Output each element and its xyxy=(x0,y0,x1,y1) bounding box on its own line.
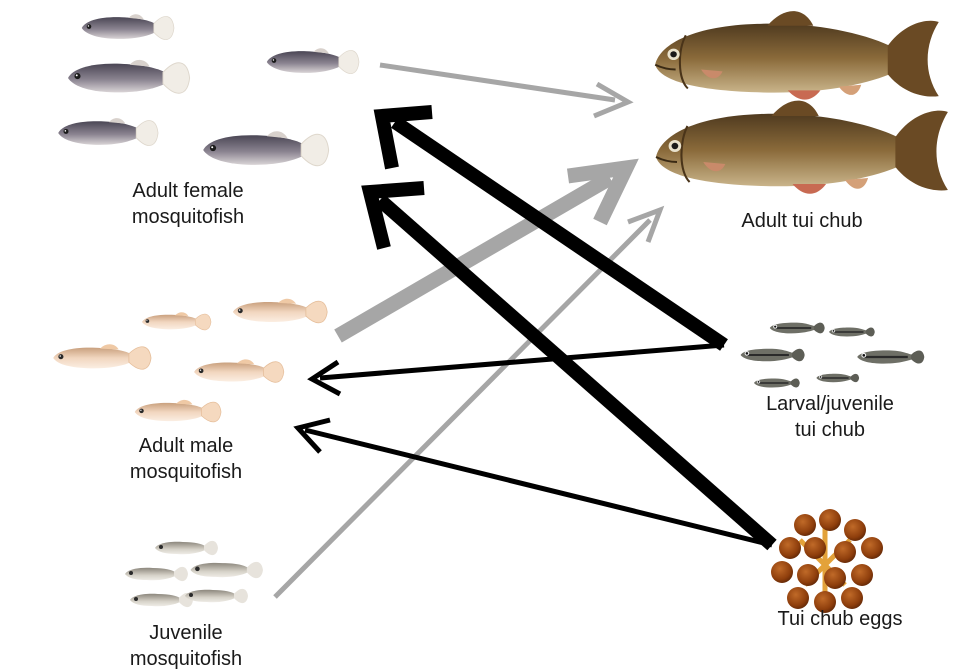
adult-male-mosquitofish-image xyxy=(53,299,327,422)
label-tui-chub-eggs: Tui chub eggs xyxy=(755,606,925,632)
label-line: Larval/juvenile xyxy=(745,391,915,417)
label-line: Adult female xyxy=(108,178,268,204)
label-line: Adult male xyxy=(106,433,266,459)
label-line: Juvenile xyxy=(106,620,266,646)
larval-juvenile-tui-chub-image xyxy=(741,323,925,388)
label-line: Tui chub eggs xyxy=(755,606,925,632)
tui-chub-eggs-image xyxy=(771,509,883,613)
adult-tui-chub-image xyxy=(655,11,948,194)
juvenile-mosquitofish-image xyxy=(125,541,263,607)
label-adult-female-mosquitofish: Adult female mosquitofish xyxy=(108,178,268,230)
label-line: Adult tui chub xyxy=(722,208,882,234)
label-line: mosquitofish xyxy=(106,646,266,672)
label-line: mosquitofish xyxy=(106,459,266,485)
adult-female-mosquitofish-image xyxy=(58,14,359,165)
label-line: mosquitofish xyxy=(108,204,268,230)
label-adult-tui-chub: Adult tui chub xyxy=(722,208,882,234)
label-larval-juvenile-tui-chub: Larval/juvenile tui chub xyxy=(745,391,915,443)
label-juvenile-mosquitofish: Juvenile mosquitofish xyxy=(106,620,266,672)
label-line: tui chub xyxy=(745,417,915,443)
label-adult-male-mosquitofish: Adult male mosquitofish xyxy=(106,433,266,485)
